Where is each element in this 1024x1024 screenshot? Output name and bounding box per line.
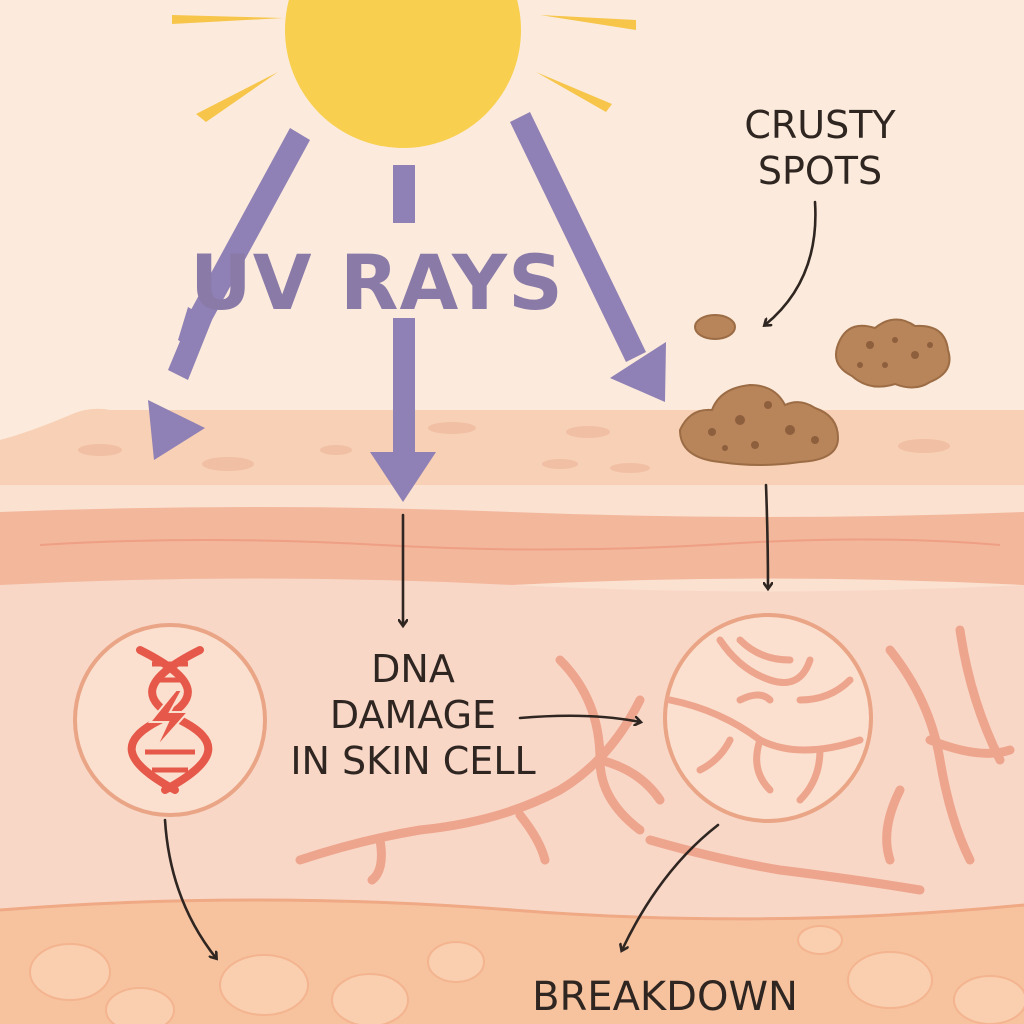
broken-fiber xyxy=(716,636,814,686)
dna-damage-line: DNA xyxy=(371,647,455,691)
broken-fiber xyxy=(753,736,774,794)
crust-pore xyxy=(751,441,759,449)
skin-cell xyxy=(78,444,122,456)
skin-cell xyxy=(566,426,610,438)
crust-pore xyxy=(785,425,795,435)
uv-arrow-shaft xyxy=(510,112,646,362)
collagen-fiber xyxy=(595,755,665,805)
crust-pore xyxy=(764,401,772,409)
crust-pore xyxy=(857,362,863,368)
arrow-label-to-spots xyxy=(765,200,817,325)
crusty-spots xyxy=(678,314,951,466)
arrow-dna-down xyxy=(163,818,216,958)
skin-cell xyxy=(610,463,650,473)
crusty-spot-icon xyxy=(678,383,840,466)
uv-arrows xyxy=(148,112,666,502)
broken-fiber xyxy=(736,636,794,664)
arrow-collagen-to-breakdown xyxy=(622,823,720,950)
sun-ray xyxy=(540,15,636,30)
skin-cell xyxy=(320,445,352,455)
arrow-crust-to-collagen xyxy=(766,483,768,588)
dna-damage-label: DNA DAMAGE IN SKIN CELL xyxy=(268,646,558,784)
fat-cell xyxy=(331,973,409,1024)
dna-damage-icon xyxy=(73,623,267,817)
uv-arrow-shaft xyxy=(186,128,310,331)
broken-fiber xyxy=(796,676,854,704)
uv-arrow-head xyxy=(370,452,436,502)
sun-disc xyxy=(285,0,521,148)
fat-cell xyxy=(847,951,933,1009)
crust-pore xyxy=(735,415,745,425)
crust-pore xyxy=(892,337,898,343)
uv-arrow-head xyxy=(148,400,205,460)
arrow-dna-to-collagen xyxy=(518,714,640,722)
dna-damage-line: IN SKIN CELL xyxy=(290,739,536,783)
skin-cell xyxy=(542,459,578,469)
broken-fiber xyxy=(736,691,774,704)
sun-ray xyxy=(172,15,284,24)
broken-fiber xyxy=(696,736,734,774)
collagen-fibers xyxy=(295,625,1015,895)
uv-rays-label: UV RAYS xyxy=(190,238,564,327)
collagen-fiber xyxy=(885,645,975,865)
collagen-breakdown-icon xyxy=(663,613,873,823)
crusty-spot-icon xyxy=(694,314,736,340)
flow-arrows xyxy=(163,200,817,958)
sun-icon xyxy=(172,0,636,148)
crust-pore xyxy=(911,351,919,359)
collagen-fiber xyxy=(645,835,925,895)
fat-cell xyxy=(953,975,1024,1024)
crust-pore xyxy=(882,362,888,368)
skin-cell xyxy=(428,422,476,434)
crust-pore xyxy=(927,342,933,348)
uv-arrow-shaft xyxy=(168,310,212,380)
subcutaneous-edge xyxy=(0,898,1024,921)
breakdown-label: BREAKDOWN xyxy=(532,974,798,1020)
crusty-spots-label: CRUSTY SPOTS xyxy=(700,102,940,194)
crust-pore xyxy=(811,436,819,444)
crust-pore xyxy=(866,341,874,349)
skin-cell xyxy=(898,439,950,453)
uv-arrow-head xyxy=(610,342,666,402)
collagen-fiber xyxy=(515,810,550,865)
basal-band-line xyxy=(39,538,1001,551)
fat-cell xyxy=(105,987,175,1024)
sun-ray xyxy=(536,72,612,112)
crusty-spots-line: CRUSTY xyxy=(744,103,896,147)
sun-ray xyxy=(196,72,278,122)
fat-cell xyxy=(797,925,843,955)
collagen-fiber xyxy=(925,735,1015,758)
broken-fiber xyxy=(796,746,824,804)
lightning-bolt-icon xyxy=(147,689,191,749)
dna-damage-line: DAMAGE xyxy=(329,693,497,737)
crust-pore xyxy=(722,445,728,451)
crust-pore xyxy=(708,428,716,436)
fat-cell xyxy=(427,941,485,983)
uv-arrow-shaft xyxy=(393,165,415,223)
collagen-fiber xyxy=(955,625,1005,765)
fat-cell xyxy=(219,954,309,1016)
collagen-fiber xyxy=(367,835,386,885)
crusty-spot-icon xyxy=(835,318,951,389)
uv-arrow-shaft xyxy=(393,318,415,458)
collagen-fiber xyxy=(882,785,905,865)
fat-cell xyxy=(29,943,111,1001)
crusty-spots-line: SPOTS xyxy=(757,149,883,193)
skin-cell xyxy=(202,457,254,471)
